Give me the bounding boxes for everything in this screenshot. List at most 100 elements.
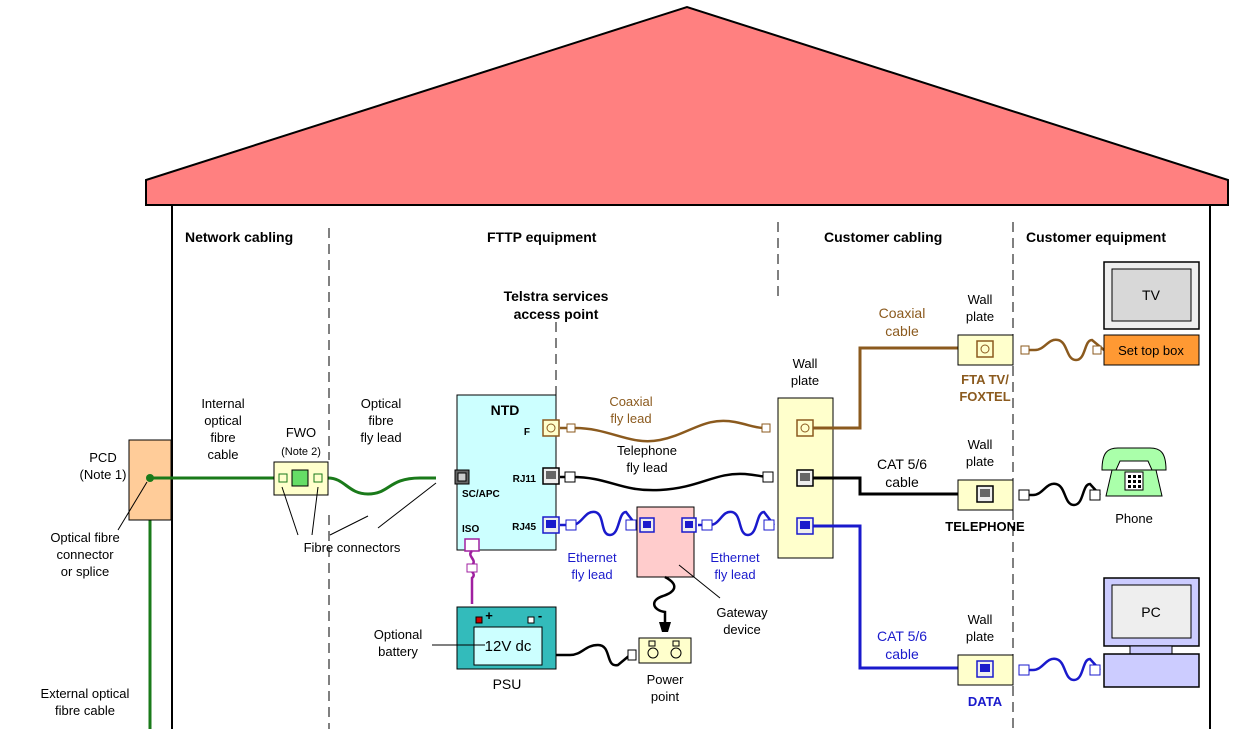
phone-label: Phone: [1115, 511, 1153, 526]
ntd-f-port-circle: [546, 423, 556, 433]
coax-plug-right: [761, 423, 771, 433]
gateway-pointer: [678, 564, 721, 599]
battery-terminal-minus: [527, 616, 535, 624]
phone-icon: [1101, 447, 1167, 497]
external-cable-label-1: External optical: [41, 686, 130, 701]
coaxial-cable-run: [813, 346, 958, 430]
external-cable-label-2: fibre cable: [55, 703, 115, 718]
optical-fly-lead: [327, 476, 436, 496]
tel-plug-left: [564, 471, 576, 483]
fwo-note: (Note 2): [281, 446, 321, 458]
fwo-connector-left: [278, 473, 288, 483]
wall-plate-main-label-1: Wall: [793, 356, 818, 371]
ntd-port-f-label: F: [524, 427, 530, 438]
wall-plate-data-port-inner: [980, 664, 990, 672]
power-outlet-2: [670, 647, 682, 659]
cat-cable-1-label-1: CAT 5/6: [877, 456, 927, 472]
internal-cable-label-1: Internal: [201, 396, 244, 411]
battery-voltage: 12V dc: [485, 638, 532, 655]
fta-label-1: FTA TV/: [961, 372, 1009, 387]
connector-note-2: connector: [56, 547, 114, 562]
fibre-connectors-label: Fibre connectors: [304, 540, 401, 555]
internal-cable-label-2: optical: [204, 413, 242, 428]
wall-rj45-port-inner: [800, 521, 810, 529]
internal-cable-label-3: fibre: [210, 430, 235, 445]
ntd-title: NTD: [491, 402, 520, 418]
coax-fly-lead-label-1: Coaxial: [609, 394, 652, 409]
fly-lead-label-3: fly lead: [360, 430, 401, 445]
fwo-label: FWO: [286, 425, 316, 440]
phone-lead: [1021, 482, 1101, 507]
wall-plate-tel-label-2: plate: [966, 454, 994, 469]
eth-fly-lead-1-label-1: Ethernet: [567, 550, 617, 565]
cat-cable-2-label-1: CAT 5/6: [877, 628, 927, 644]
fta-label-2: FOXTEL: [959, 389, 1010, 404]
tv-screen: [1111, 268, 1192, 322]
fly-lead-label-1: Optical: [361, 396, 402, 411]
wall-plate-data-label-2: plate: [966, 629, 994, 644]
wall-plate-tv-port-circle: [980, 344, 990, 354]
fwo-connector-right: [313, 473, 323, 483]
data-label: DATA: [968, 694, 1003, 709]
pc-screen: [1111, 584, 1192, 639]
wall-plate-tv-port: [976, 340, 994, 358]
heading-customer-equipment: Customer equipment: [1026, 229, 1166, 245]
wall-coax-port: [796, 419, 814, 437]
battery-display: [473, 626, 543, 666]
access-point-label-2: access point: [514, 306, 599, 322]
ntd-rj45-port-inner: [546, 520, 556, 528]
eth1-plug-right: [625, 519, 637, 531]
house-roof: [145, 5, 1229, 206]
cat-cable-1-label-2: cable: [885, 474, 919, 490]
wall-plate-main-label-2: plate: [791, 373, 819, 388]
fly-lead-label-2: fibre: [368, 413, 393, 428]
pcd-label: PCD: [89, 450, 116, 465]
coax-plug-left: [566, 423, 576, 433]
psu-power-lead: [556, 643, 631, 667]
fibre-connector-arrows: [281, 482, 437, 536]
telephone-label: TELEPHONE: [945, 519, 1025, 534]
fibre-splice-dot: [146, 474, 154, 482]
set-top-box-label: Set top box: [1118, 343, 1184, 358]
connector-note-1: Optical fibre: [50, 530, 119, 545]
ntd-iso-label: ISO: [462, 524, 479, 535]
power-point-label-1: Power: [647, 672, 685, 687]
ntd-port-rj45-label: RJ45: [512, 522, 536, 533]
internal-cable-label-4: cable: [207, 447, 238, 462]
fwo-splice: [291, 469, 309, 487]
battery-label-1: Optional: [374, 627, 423, 642]
tel-plug-right: [762, 471, 774, 483]
wall-plate-data-label-1: Wall: [968, 612, 993, 627]
tv-label: TV: [1142, 287, 1161, 303]
battery-terminal-plus: [475, 616, 483, 624]
gateway-port-2-inner: [685, 521, 693, 528]
cat-cable-data-run: [813, 524, 958, 670]
gateway-power-plug: [659, 622, 671, 632]
battery-plus: +: [485, 608, 493, 623]
eth-fly-lead-2-label-1: Ethernet: [710, 550, 760, 565]
ethernet-fly-lead-2: [698, 510, 775, 537]
tel-fly-lead-label-1: Telephone: [617, 443, 677, 458]
psu-label: PSU: [493, 676, 522, 692]
iso-plug: [466, 563, 478, 573]
heading-fttp-equipment: FTTP equipment: [487, 229, 597, 245]
heading-network-cabling: Network cabling: [185, 229, 293, 245]
phone-lead-plug-right: [1089, 489, 1101, 501]
ntd-rj11-port-inner: [546, 471, 556, 479]
heading-customer-cabling: Customer cabling: [824, 229, 942, 245]
gateway-label-1: Gateway: [716, 605, 768, 620]
power-switch-1: [648, 640, 656, 647]
connector-pointer: [117, 481, 148, 531]
eth-fly-lead-2-label-2: fly lead: [714, 567, 755, 582]
battery-label-2: battery: [378, 644, 418, 659]
power-switch-2: [672, 640, 680, 647]
gateway-label-2: device: [723, 622, 761, 637]
power-outlet-1: [647, 647, 659, 659]
eth2-plug-right: [763, 519, 775, 531]
ntd-port-rj11-label: RJ11: [513, 474, 537, 485]
eth1-plug-left: [565, 519, 577, 531]
wall-plate-tv-label-1: Wall: [968, 292, 993, 307]
connector-note-3: or splice: [61, 564, 109, 579]
battery-minus: -: [538, 608, 542, 623]
